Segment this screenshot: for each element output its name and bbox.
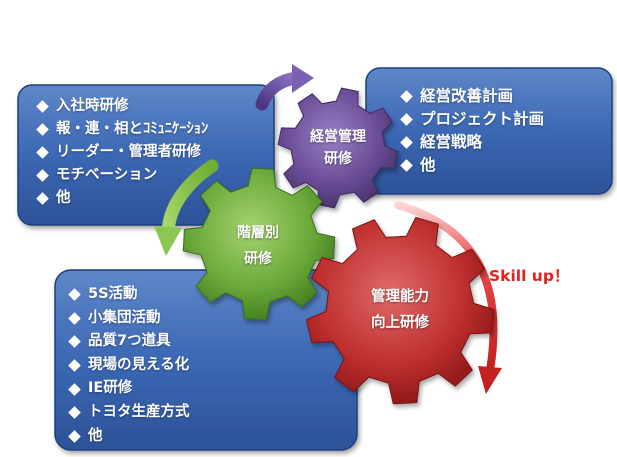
purple-arrow <box>255 64 314 111</box>
list-item: 5S活動 <box>68 283 190 307</box>
list-item: プロジェクト計画 <box>400 108 544 131</box>
box-left-list: 入社時研修 報・連・相とｺﾐｭﾆｹｰｼｮﾝ リーダー・管理者研修 モチベーション… <box>36 95 208 210</box>
gear-green-label-line2: 研修 <box>244 251 272 267</box>
list-item: 経営戦略 <box>400 131 544 154</box>
gear-purple-label-line1: 経営管理 <box>310 129 366 145</box>
list-item: IE研修 <box>68 377 190 401</box>
gear-red-label: 管理能力 向上研修 <box>350 284 450 336</box>
list-item: リーダー・管理者研修 <box>36 141 208 164</box>
list-item: 現場の見える化 <box>68 354 190 378</box>
list-item: 他 <box>400 154 544 177</box>
list-item: 他 <box>68 425 190 449</box>
gear-red-icon <box>305 216 495 405</box>
gear-purple-label: 経営管理 研修 <box>293 126 383 170</box>
gear-red-label-line1: 管理能力 <box>371 289 429 305</box>
gear-green-label: 階層別 研修 <box>218 220 298 272</box>
list-item: 他 <box>36 187 208 210</box>
list-item: 小集団活動 <box>68 307 190 331</box>
gear-red-label-line2: 向上研修 <box>371 315 429 331</box>
list-item: 品質7つ道具 <box>68 330 190 354</box>
box-bottom-list: 5S活動 小集団活動 品質7つ道具 現場の見える化 IE研修 トヨタ生産方式 他 <box>68 283 190 449</box>
gear-green-label-line1: 階層別 <box>237 225 279 241</box>
list-item: トヨタ生産方式 <box>68 401 190 425</box>
skill-up-annotation: Skill up！ <box>489 267 570 285</box>
list-item: 報・連・相とｺﾐｭﾆｹｰｼｮﾝ <box>36 118 208 141</box>
gear-purple-label-line2: 研修 <box>324 151 352 167</box>
list-item: 入社時研修 <box>36 95 208 118</box>
box-right-list: 経営改善計画 プロジェクト計画 経営戦略 他 <box>400 85 544 177</box>
green-arrow <box>154 159 219 256</box>
gear-purple-icon <box>277 87 399 209</box>
list-item: 経営改善計画 <box>400 85 544 108</box>
gear-green-icon <box>182 167 336 321</box>
list-item: モチベーション <box>36 164 208 187</box>
